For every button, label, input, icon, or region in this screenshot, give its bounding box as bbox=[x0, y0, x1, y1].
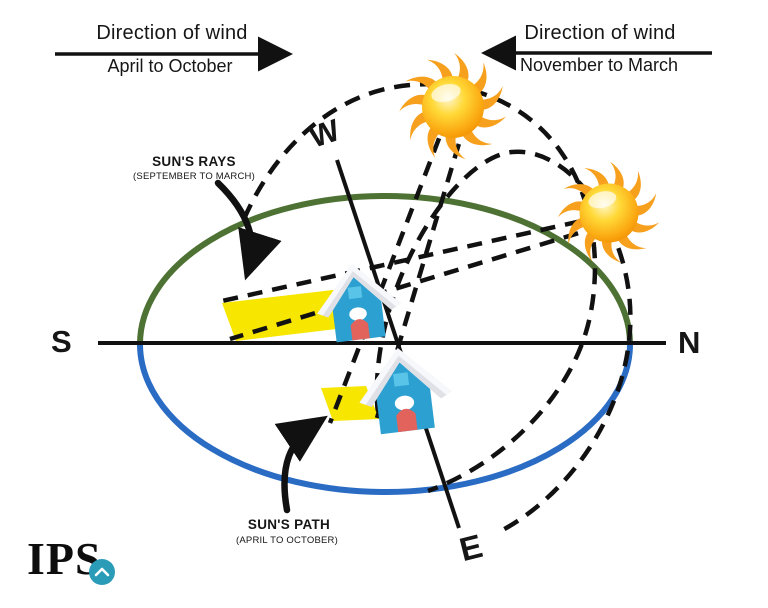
sun-ray-shallow-2 bbox=[229, 223, 603, 342]
ips-logo: IPS bbox=[27, 533, 102, 584]
suns-rays-label: SUN'S RAYS bbox=[152, 154, 236, 169]
compass-label-north: N bbox=[678, 325, 701, 360]
suns-rays-period-label: (SEPTEMBER TO MARCH) bbox=[133, 171, 255, 182]
sun-ray-steep-1 bbox=[327, 114, 451, 424]
suns-path-pointer-arrow-icon bbox=[274, 415, 328, 514]
compass-label-south: S bbox=[51, 324, 72, 359]
sunlight-patch-bottom bbox=[321, 386, 379, 421]
wind-direction-right-period: November to March bbox=[519, 55, 679, 75]
horizon-arc-green bbox=[136, 193, 633, 348]
sunlight-patch-top bbox=[222, 289, 353, 341]
house-icon bbox=[353, 342, 457, 437]
wind-direction-right-title: Direction of wind bbox=[524, 22, 676, 44]
horizon-arc-blue bbox=[137, 340, 634, 495]
wind-direction-left-title: Direction of wind bbox=[96, 22, 248, 44]
suns-path-label: SUN'S PATH bbox=[247, 517, 331, 532]
logo-circle-icon bbox=[89, 559, 115, 585]
wind-direction-left-period: April to October bbox=[107, 56, 233, 76]
chevron-up-icon bbox=[94, 567, 110, 577]
sun-path-arc-winter bbox=[241, 82, 598, 494]
sun-icon bbox=[398, 52, 509, 163]
suns-rays-pointer-arrow-icon bbox=[214, 179, 282, 281]
suns-path-period-label: (APRIL TO OCTOBER) bbox=[236, 535, 338, 546]
sun-ray-shallow-1 bbox=[221, 213, 605, 304]
